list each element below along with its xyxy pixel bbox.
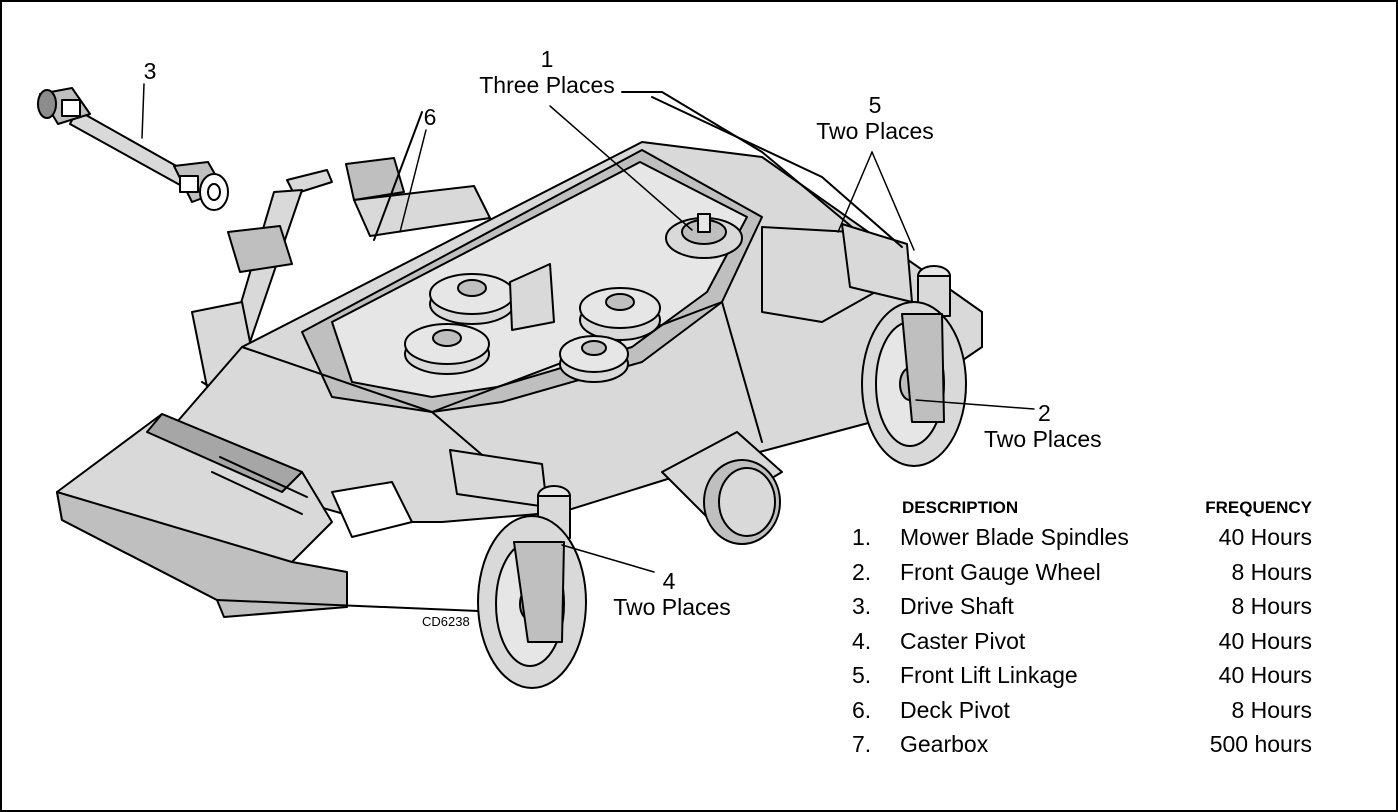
drive-shaft: [37, 87, 229, 211]
legend-row-description: Mower Blade Spindles: [900, 524, 1129, 550]
callout-2-number: 2: [1038, 400, 1051, 426]
callout-2: 2 Two Places: [984, 400, 1134, 452]
legend-row: 1. Mower Blade Spindles 40 Hours: [842, 524, 1312, 559]
legend-row: 3. Drive Shaft 8 Hours: [842, 593, 1312, 628]
callout-5-number: 5: [868, 92, 882, 118]
callout-5: 5 Two Places: [806, 92, 944, 144]
legend-row: 2. Front Gauge Wheel 8 Hours: [842, 559, 1312, 594]
front-caster-right: [841, 223, 967, 467]
rear-caster: [449, 449, 587, 689]
legend-row: 5. Front Lift Linkage 40 Hours: [842, 662, 1312, 697]
legend-row-number: 7.: [852, 731, 872, 757]
legend-header-description: DESCRIPTION: [902, 498, 1019, 517]
legend-row: 4. Caster Pivot 40 Hours: [842, 628, 1312, 663]
drawing-code: CD6238: [422, 614, 470, 629]
lift-linkage-rear: [621, 91, 853, 228]
legend-row-description: Front Lift Linkage: [900, 662, 1078, 688]
callout-3: 3: [140, 58, 160, 84]
legend-header: DESCRIPTION FREQUENCY: [842, 496, 1312, 524]
legend-row: 7. Gearbox 500 hours: [842, 731, 1312, 766]
legend-header-frequency: FREQUENCY: [1205, 498, 1312, 517]
legend-row-number: 4.: [852, 627, 872, 654]
legend-row-frequency: 40 Hours: [1218, 524, 1312, 550]
callout-6-number: 6: [423, 104, 437, 130]
belt-guard: [509, 263, 555, 331]
pulley-1: [429, 273, 515, 325]
legend-row-description: Deck Pivot: [900, 696, 1010, 723]
drive-shaft-yoke-front: [173, 161, 229, 211]
callout-4: 4 Two Places: [602, 568, 742, 620]
legend-row-number: 6.: [852, 696, 872, 723]
leader-lines: [141, 83, 1035, 573]
legend-row-frequency: 500 hours: [1209, 731, 1312, 757]
legend-row-description: Gearbox: [900, 731, 989, 757]
legend-row-description: Front Gauge Wheel: [900, 558, 1101, 585]
callout-3-number: 3: [143, 58, 157, 84]
legend-row: 6. Deck Pivot 8 Hours: [842, 697, 1312, 732]
callout-4-number: 4: [662, 568, 676, 594]
callout-1-number: 1: [540, 46, 554, 72]
pulley-4: [559, 335, 629, 383]
callout-4-text: Two Places: [613, 594, 731, 620]
pulley-2: [404, 323, 490, 375]
callout-1: 1 Three Places: [470, 46, 624, 98]
legend-row-number: 5.: [852, 662, 872, 688]
lubrication-legend: DESCRIPTION FREQUENCY 1. Mower Blade Spi…: [842, 496, 1312, 766]
legend-row-frequency: 40 Hours: [1218, 627, 1312, 654]
spindle-gearbox: [665, 213, 743, 259]
callout-1-text: Three Places: [479, 72, 615, 98]
pulley-3: [579, 287, 661, 341]
legend-row-frequency: 8 Hours: [1231, 558, 1312, 585]
legend-row-frequency: 8 Hours: [1231, 696, 1312, 723]
anti-scalp-roller: [661, 431, 783, 545]
legend-row-description: Caster Pivot: [900, 627, 1026, 654]
legend-row-frequency: 8 Hours: [1231, 593, 1312, 619]
callout-5-text: Two Places: [816, 118, 934, 144]
callout-2-text: Two Places: [984, 426, 1102, 452]
legend-row-number: 2.: [852, 558, 872, 585]
drive-shaft-yoke-rear: [37, 87, 91, 125]
callout-6: 6: [420, 104, 440, 130]
legend-row-number: 1.: [852, 524, 872, 550]
legend-row-number: 3.: [852, 593, 872, 619]
legend-row-description: Drive Shaft: [900, 593, 1014, 619]
legend-row-frequency: 40 Hours: [1218, 662, 1312, 688]
